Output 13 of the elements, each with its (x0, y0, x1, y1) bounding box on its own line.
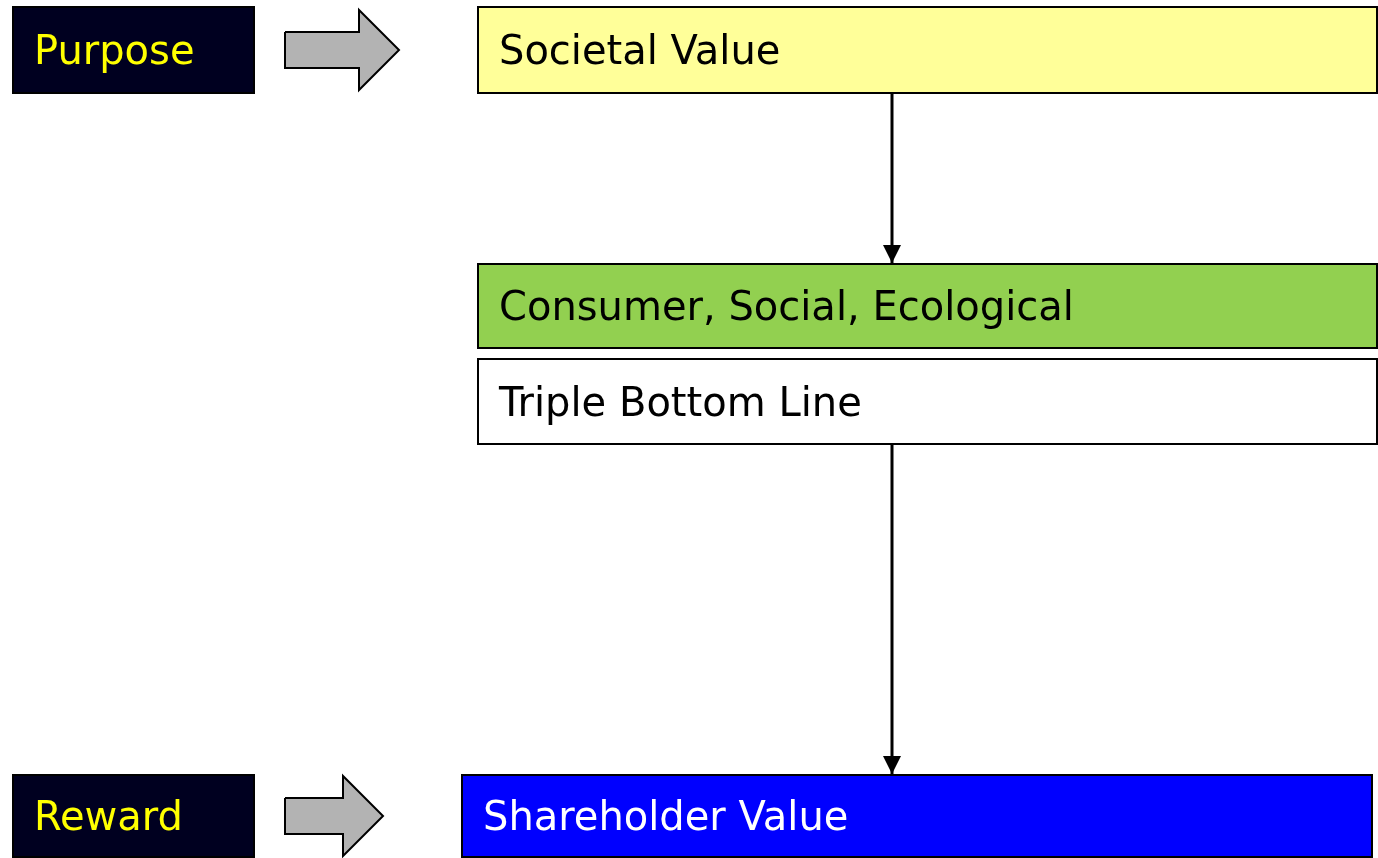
process-box (477, 263, 1378, 349)
arrow (883, 94, 901, 263)
label-box (12, 774, 255, 858)
process-box (477, 6, 1378, 94)
box-label: Reward (34, 796, 183, 836)
label-box (12, 6, 255, 94)
box-label: Shareholder Value (483, 796, 849, 836)
process-box (477, 358, 1378, 445)
box-label: Societal Value (499, 30, 781, 70)
arrow (883, 445, 901, 774)
process-box (461, 774, 1373, 858)
block-arrow (284, 773, 385, 858)
block-arrow (284, 7, 401, 93)
